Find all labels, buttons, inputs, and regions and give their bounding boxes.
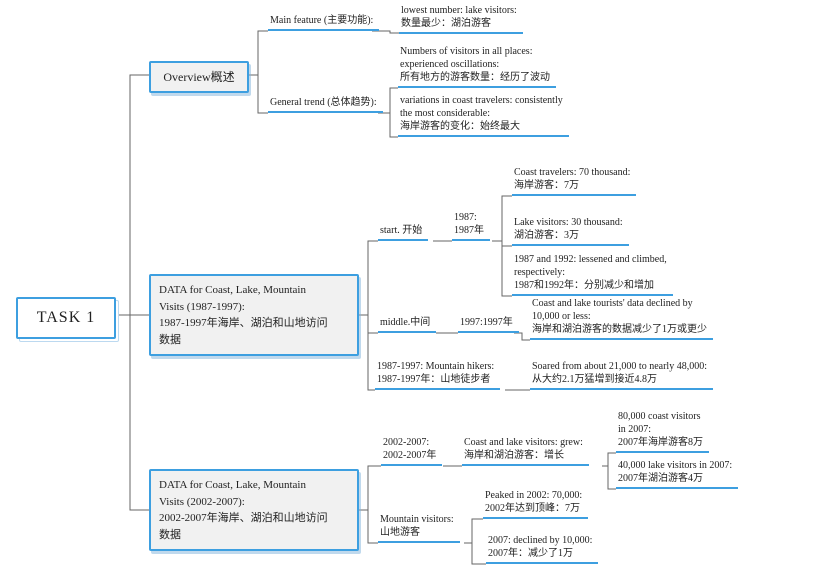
topic-data-2002-2007[interactable]: DATA for Coast, Lake, Mountain Visits (2… [149, 469, 359, 551]
topic-overview[interactable]: Overview概述 [149, 61, 249, 93]
topic-lowest-number[interactable]: lowest number: lake visitors: 数量最少：湖泊游客 [399, 3, 523, 34]
root-topic-task1[interactable]: TASK 1 [16, 297, 116, 339]
topic-coast-2007[interactable]: 80,000 coast visitors in 2007: 2007年海岸游客… [616, 409, 709, 453]
topic-variations[interactable]: variations in coast travelers: consisten… [398, 93, 569, 137]
topic-data-1987-1997[interactable]: DATA for Coast, Lake, Mountain Visits (1… [149, 274, 359, 356]
topic-soared[interactable]: Soared from about 21,000 to nearly 48,00… [530, 359, 713, 390]
topic-year-1987[interactable]: 1987: 1987年 [452, 210, 490, 241]
topic-peaked[interactable]: Peaked in 2002: 70,000: 2002年达到顶峰：7万 [483, 488, 589, 519]
topic-grew[interactable]: Coast and lake visitors: grew: 海岸和湖泊游客：增… [462, 435, 589, 466]
topic-main-feature[interactable]: Main feature (主要功能): [268, 13, 380, 31]
topic-oscillations[interactable]: Numbers of visitors in all places: exper… [398, 44, 556, 88]
topic-coast-travelers[interactable]: Coast travelers: 70 thousand: 海岸游客：7万 [512, 165, 637, 196]
topic-mountain-visitors[interactable]: Mountain visitors: 山地游客 [378, 512, 460, 543]
topic-middle[interactable]: middle.中间 [378, 315, 437, 333]
topic-lake-2007[interactable]: 40,000 lake visitors in 2007: 2007年湖泊游客4… [616, 458, 739, 489]
topic-period-2002-2007[interactable]: 2002-2007: 2002-2007年 [381, 435, 443, 466]
topic-declined-2007[interactable]: 2007: declined by 10,000: 2007年：减少了1万 [486, 533, 599, 564]
topic-year-1997[interactable]: 1997:1997年 [458, 315, 519, 333]
topic-general-trend[interactable]: General trend (总体趋势): [268, 95, 383, 113]
topic-declined[interactable]: Coast and lake tourists' data declined b… [530, 296, 713, 340]
topic-start[interactable]: start. 开始 [378, 223, 429, 241]
topic-mountain-hikers[interactable]: 1987-1997: Mountain hikers: 1987-1997年：山… [375, 359, 501, 390]
topic-lessened-climbed[interactable]: 1987 and 1992: lessened and climbed, res… [512, 252, 673, 296]
topic-lake-visitors[interactable]: Lake visitors: 30 thousand: 湖泊游客：3万 [512, 215, 629, 246]
